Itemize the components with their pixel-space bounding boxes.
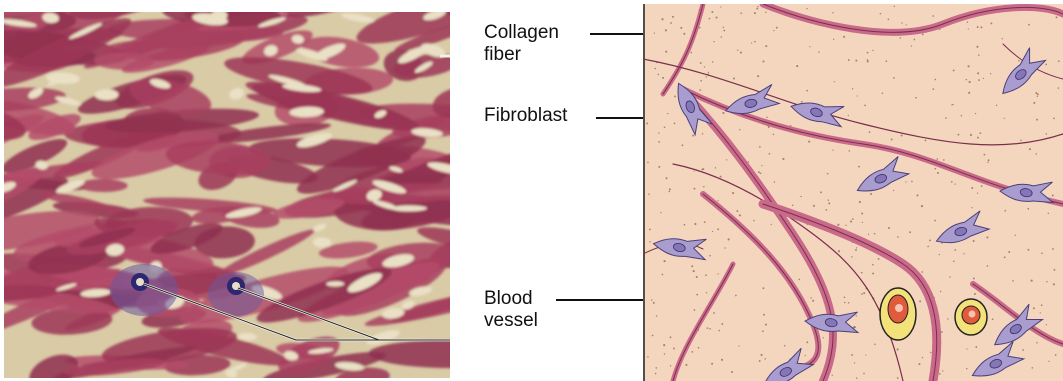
blood-vessel-right: [955, 299, 987, 335]
fibroblast-label: Fibroblast: [484, 105, 567, 127]
vessel-label-line2: vessel: [484, 310, 538, 332]
collagen-fiber-label: Collagen fiber: [484, 22, 559, 66]
blood-vessel-left: [880, 288, 916, 340]
micrograph-panel: [4, 12, 450, 378]
micrograph-image: [4, 12, 450, 378]
collagen-label-line2: fiber: [484, 44, 559, 66]
collagen-label-line1: Collagen: [484, 22, 559, 44]
blood-vessel-label: Blood vessel: [484, 288, 538, 332]
illustration-image: [643, 4, 1063, 381]
illustration-panel: [643, 4, 1063, 381]
vessel-label-line1: Blood: [484, 288, 538, 310]
